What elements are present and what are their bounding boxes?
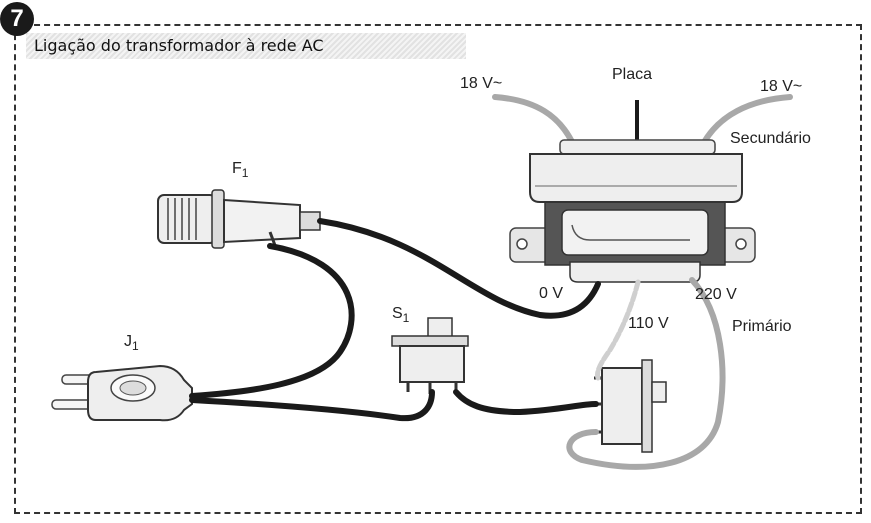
voltage-selector [594, 359, 667, 453]
power-switch [391, 317, 469, 394]
selector-body [601, 367, 643, 445]
switch-body [399, 345, 465, 383]
transformer-top-cap [559, 139, 716, 155]
wire-110v [595, 279, 641, 381]
label-0v: 0 V [539, 285, 564, 302]
transformer-bottom-cap [569, 261, 701, 283]
label-110v: 110 V [628, 315, 669, 332]
switch-toggle [427, 317, 453, 339]
wire-plug-to-switch [189, 389, 435, 422]
label-placa: Placa [612, 66, 653, 83]
fuse-cap [157, 194, 217, 244]
wire-220v [566, 277, 726, 470]
step-number-badge: 7 [0, 2, 34, 36]
switch-flange [391, 335, 469, 347]
label-primario: Primário [732, 318, 792, 335]
wire-switch-to-selector [453, 389, 599, 416]
secondary-wire-left [492, 94, 577, 149]
mounting-hole-left [516, 238, 528, 250]
label-f1: F1 [232, 160, 249, 180]
selector-plate [641, 359, 653, 453]
wire-fuse-to-plug [189, 243, 355, 399]
transformer-upper-housing [529, 153, 743, 203]
mains-plug [51, 364, 193, 422]
transformer-winding [561, 209, 709, 256]
label-s1: S1 [392, 305, 410, 325]
fuse-body [223, 198, 301, 244]
fuse-holder [157, 189, 321, 249]
label-secundario: Secundário [730, 130, 811, 147]
label-220v: 220 V [695, 286, 737, 303]
transformer [509, 139, 756, 283]
secondary-wire-right [699, 94, 793, 149]
label-j1: J1 [124, 333, 139, 353]
title-band [26, 33, 466, 59]
diagram-title: Ligação do transformador à rede AC [34, 36, 324, 55]
label-18v-left: 18 V~ [460, 75, 503, 92]
wire-fuse-to-transformer [317, 218, 601, 319]
diagram-frame [14, 24, 862, 514]
label-18v-right: 18 V~ [760, 78, 803, 95]
mounting-hole-right [735, 238, 747, 250]
selector-knob [651, 381, 667, 403]
